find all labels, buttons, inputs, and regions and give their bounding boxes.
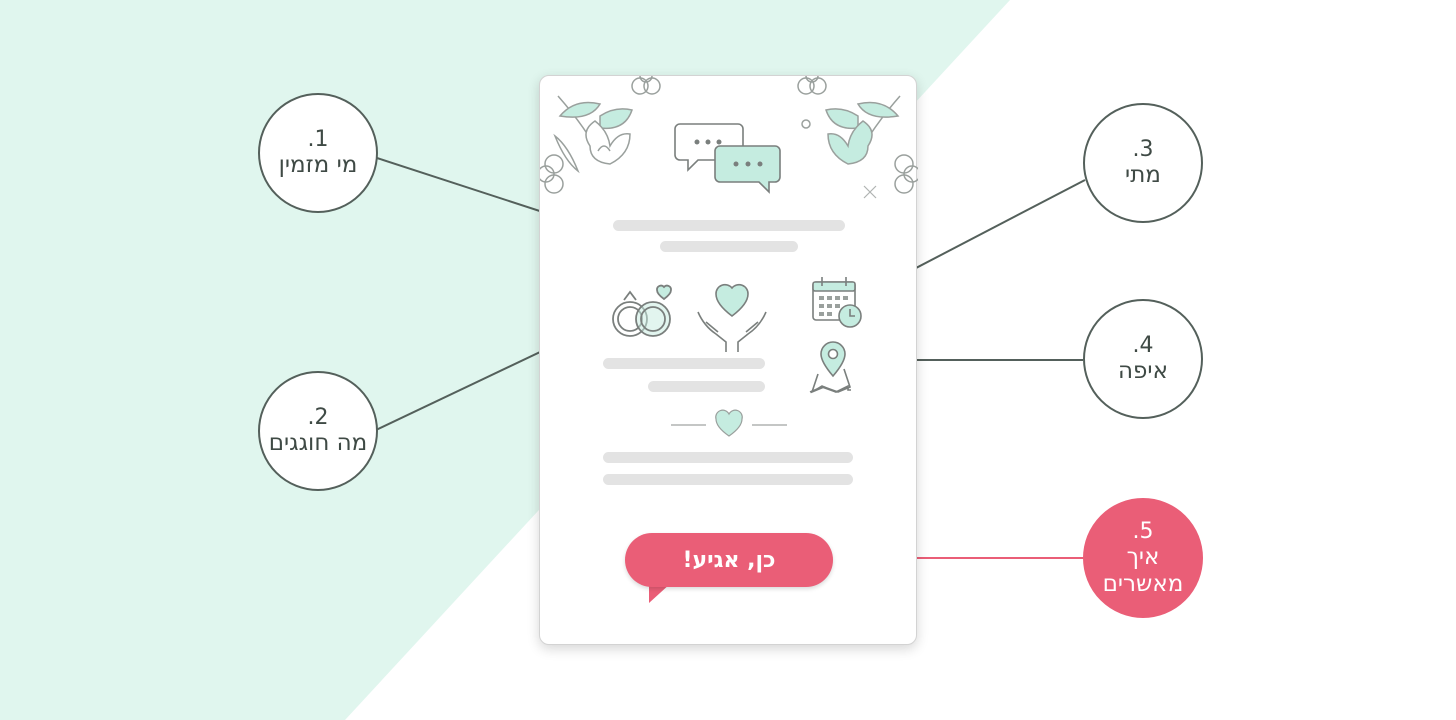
text-placeholder-line	[603, 358, 765, 369]
map-pin-icon	[809, 341, 851, 394]
text-placeholder-line	[603, 474, 853, 485]
callout-number: .2	[307, 405, 329, 431]
text-placeholder-line	[648, 381, 765, 392]
sparkle-icon	[863, 185, 877, 199]
callout-when: .3 מתי	[1083, 103, 1203, 223]
wedding-rings-icon	[612, 284, 672, 337]
callout-how-to-rsvp: .5 איך מאשרים	[1083, 498, 1203, 618]
text-placeholder-line	[603, 452, 853, 463]
invitation-card: כן, אגיע!	[539, 75, 918, 645]
callout-label: איפה	[1118, 358, 1168, 385]
floral-decoration-icon	[797, 76, 918, 194]
callout-number: .5	[1132, 518, 1154, 544]
floral-decoration-icon	[540, 76, 661, 194]
calendar-clock-icon	[812, 277, 862, 328]
callout-where: .4 איפה	[1083, 299, 1203, 419]
card-artwork	[540, 76, 918, 603]
text-placeholder-line	[660, 241, 798, 252]
callout-number: .4	[1132, 333, 1154, 359]
chat-bubbles-icon	[674, 123, 781, 194]
callout-label: מה חוגגים	[268, 430, 368, 457]
callout-number: .3	[1132, 137, 1154, 163]
callout-label: מי מזמין	[278, 152, 358, 179]
heart-hands-icon	[697, 283, 767, 352]
callout-label: מתי	[1125, 162, 1161, 189]
rsvp-yes-button[interactable]: כן, אגיע!	[625, 533, 833, 587]
callout-label: איך מאשרים	[1102, 544, 1184, 597]
heart-divider-icon	[671, 409, 787, 437]
callout-number: .1	[307, 127, 329, 153]
callout-who-invites: .1 מי מזמין	[258, 93, 378, 213]
callout-what-celebrating: .2 מה חוגגים	[258, 371, 378, 491]
text-placeholder-line	[613, 220, 845, 231]
